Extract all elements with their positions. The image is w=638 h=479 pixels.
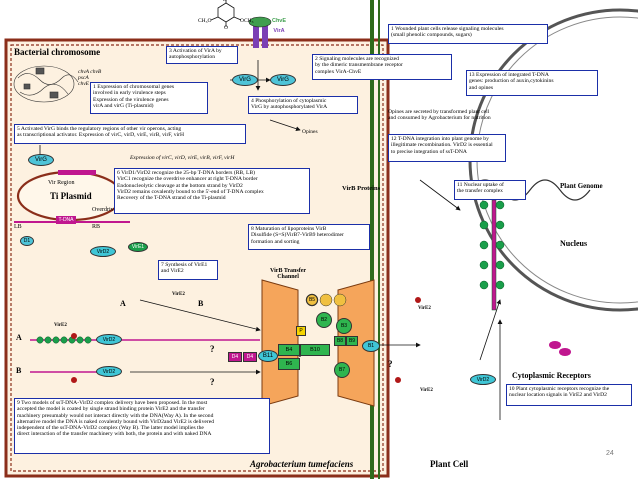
virb-b7: B7 xyxy=(334,362,350,378)
question-mark-1: ? xyxy=(210,344,215,354)
nucleus-label: Nucleus xyxy=(560,239,588,248)
arrow-a-line xyxy=(139,299,261,332)
arrow-a-label: A xyxy=(120,299,126,308)
virb-b8: B8 xyxy=(334,336,346,346)
chv-genes-label: chvA chvB pscA chvE xyxy=(78,69,102,87)
arrow-nucleus-12 xyxy=(419,179,461,211)
virb-proteins-label: VirB Proteins xyxy=(342,185,381,192)
page-number: 24 xyxy=(606,450,614,457)
step-5-box: 5 Activated VirG binds the regulatory re… xyxy=(14,124,246,144)
opines-label: Opines xyxy=(302,129,318,135)
ti-plasmid-label: Ti Plasmid xyxy=(50,191,92,201)
vird2-chip-2: VirD2 xyxy=(96,334,122,345)
p-chip: P xyxy=(296,326,306,336)
arrow-b-left-label: B xyxy=(16,366,22,375)
virb-b10: B10 xyxy=(300,344,330,356)
vire2-label-3: VirE2 xyxy=(418,306,431,311)
vire2-label-1: VirE2 xyxy=(172,292,185,297)
vird2-chip-1: VirD2 xyxy=(90,246,116,257)
phenolic-molecule xyxy=(210,0,242,27)
vird1-chip: D1 xyxy=(20,236,34,246)
step-1-box: 1 Wounded plant cells release signaling … xyxy=(388,24,548,44)
import-arrow xyxy=(479,299,502,361)
nuclear-tdna-complex xyxy=(479,199,505,311)
vire1-chip: VirE1 xyxy=(128,242,148,252)
vird2-chip-3: VirD2 xyxy=(96,366,122,377)
overdrive-label: Overdrive xyxy=(92,207,117,213)
step-8-box: 8 Maturation of lipoproteins VirB Disulf… xyxy=(248,224,370,250)
virg-chip-1: VirG xyxy=(232,74,258,86)
virb-b9: B9 xyxy=(346,336,358,346)
virb-b11: B11 xyxy=(258,350,278,362)
step-10-box: 10 Plant cytoplasmic receptors recognize… xyxy=(506,384,632,406)
arrow-opines xyxy=(269,119,301,132)
virg-chip-2: VirG xyxy=(270,74,296,86)
vire2-label-2: VirE2 xyxy=(54,323,67,328)
virb-b1: B1 xyxy=(362,340,380,352)
virb-transfer-channel xyxy=(261,279,299,407)
phenol-och3-label: OCH₃ xyxy=(240,18,254,24)
virb-channel-label: VirB Transfer Channel xyxy=(270,268,307,281)
plant-genome-label: Plant Genome xyxy=(560,182,603,190)
virb-b4: B4 xyxy=(278,344,300,356)
step-13-box: 13 Expression of integrated T-DNA genes:… xyxy=(466,70,598,96)
cytoplasmic-receptor-shapes xyxy=(549,341,571,356)
step-2-box: 2 Signaling molecules are recognized by … xyxy=(312,54,452,80)
bacterium-inner-membrane xyxy=(10,44,384,472)
step-4-box: 4 Phosphorylation of cytoplasmic VirG by… xyxy=(248,96,358,114)
agrobacterium-title: Agrobacterium tumefaciens xyxy=(250,459,354,469)
question-mark-3: ? xyxy=(388,359,393,369)
virb-b6: B6 xyxy=(278,358,300,370)
vira-receptor-right xyxy=(262,24,268,48)
arrow-a-left-label: A xyxy=(16,333,22,342)
virb-b3: B3 xyxy=(336,318,352,334)
phenol-ch3o-label: CH₃O xyxy=(198,18,212,24)
step-12-box: 12 T-DNA integration into plant genome b… xyxy=(388,134,506,162)
chromosomal-genes-box: 1 Expression of chromosomal genes involv… xyxy=(90,82,208,114)
phenol-r-label: R xyxy=(223,0,227,3)
step-3-box: 3 Activation of VirA by autophosphorylat… xyxy=(166,46,238,64)
rb-label: RB xyxy=(92,224,101,230)
bacterial-chromosome-label: Bacterial chromosome xyxy=(14,47,101,57)
step-11-box: 11 Nuclear uptake of the transfer comple… xyxy=(454,180,526,200)
vira-receptor-left xyxy=(253,24,259,48)
chve-chip: ChvE xyxy=(271,18,287,24)
tdna-chip: T-DNA xyxy=(56,216,76,224)
question-mark-2: ? xyxy=(210,377,215,387)
step-9-box: 9 Two models of ssT-DNA-VirD2 complex de… xyxy=(14,398,270,454)
plant-cell-title: Plant Cell xyxy=(430,459,469,469)
vira-chip: VirA xyxy=(273,28,285,34)
tdna-region xyxy=(58,170,96,175)
vird4-chip-1: D4 xyxy=(228,352,242,362)
lb-label: LB xyxy=(14,224,22,230)
bacterial-chromosome-icon xyxy=(13,65,79,103)
chve-protein xyxy=(248,16,272,28)
step-7-box: 7 Synthesis of VirE1 and VirE2 xyxy=(158,260,218,280)
vire2-label-4: VirE2 xyxy=(420,388,433,393)
vird4-chip-2: D4 xyxy=(243,352,257,362)
vird2-chip-4: VirD2 xyxy=(470,374,496,385)
phenol-o-label: O xyxy=(224,25,228,31)
vir-region-label: Vir Region xyxy=(48,180,75,186)
virb-b2: B2 xyxy=(316,312,332,328)
signal-dots xyxy=(71,297,421,383)
opines-secreted-text: Opines are secreted by transformed plant… xyxy=(388,109,491,121)
virg-chip-3: VirG xyxy=(28,154,54,166)
step-6-box: 6 VirD1/VirD2 recognize the 25-bp T-DNA … xyxy=(114,168,310,214)
cytoplasmic-receptors-label: Cytoplasmic Receptors xyxy=(512,371,591,380)
arrow-b-label: B xyxy=(198,299,204,308)
virb-b5: B5 xyxy=(306,294,318,306)
expression-line-label: Expression of virC, virD, virE, virB, vi… xyxy=(130,155,235,161)
